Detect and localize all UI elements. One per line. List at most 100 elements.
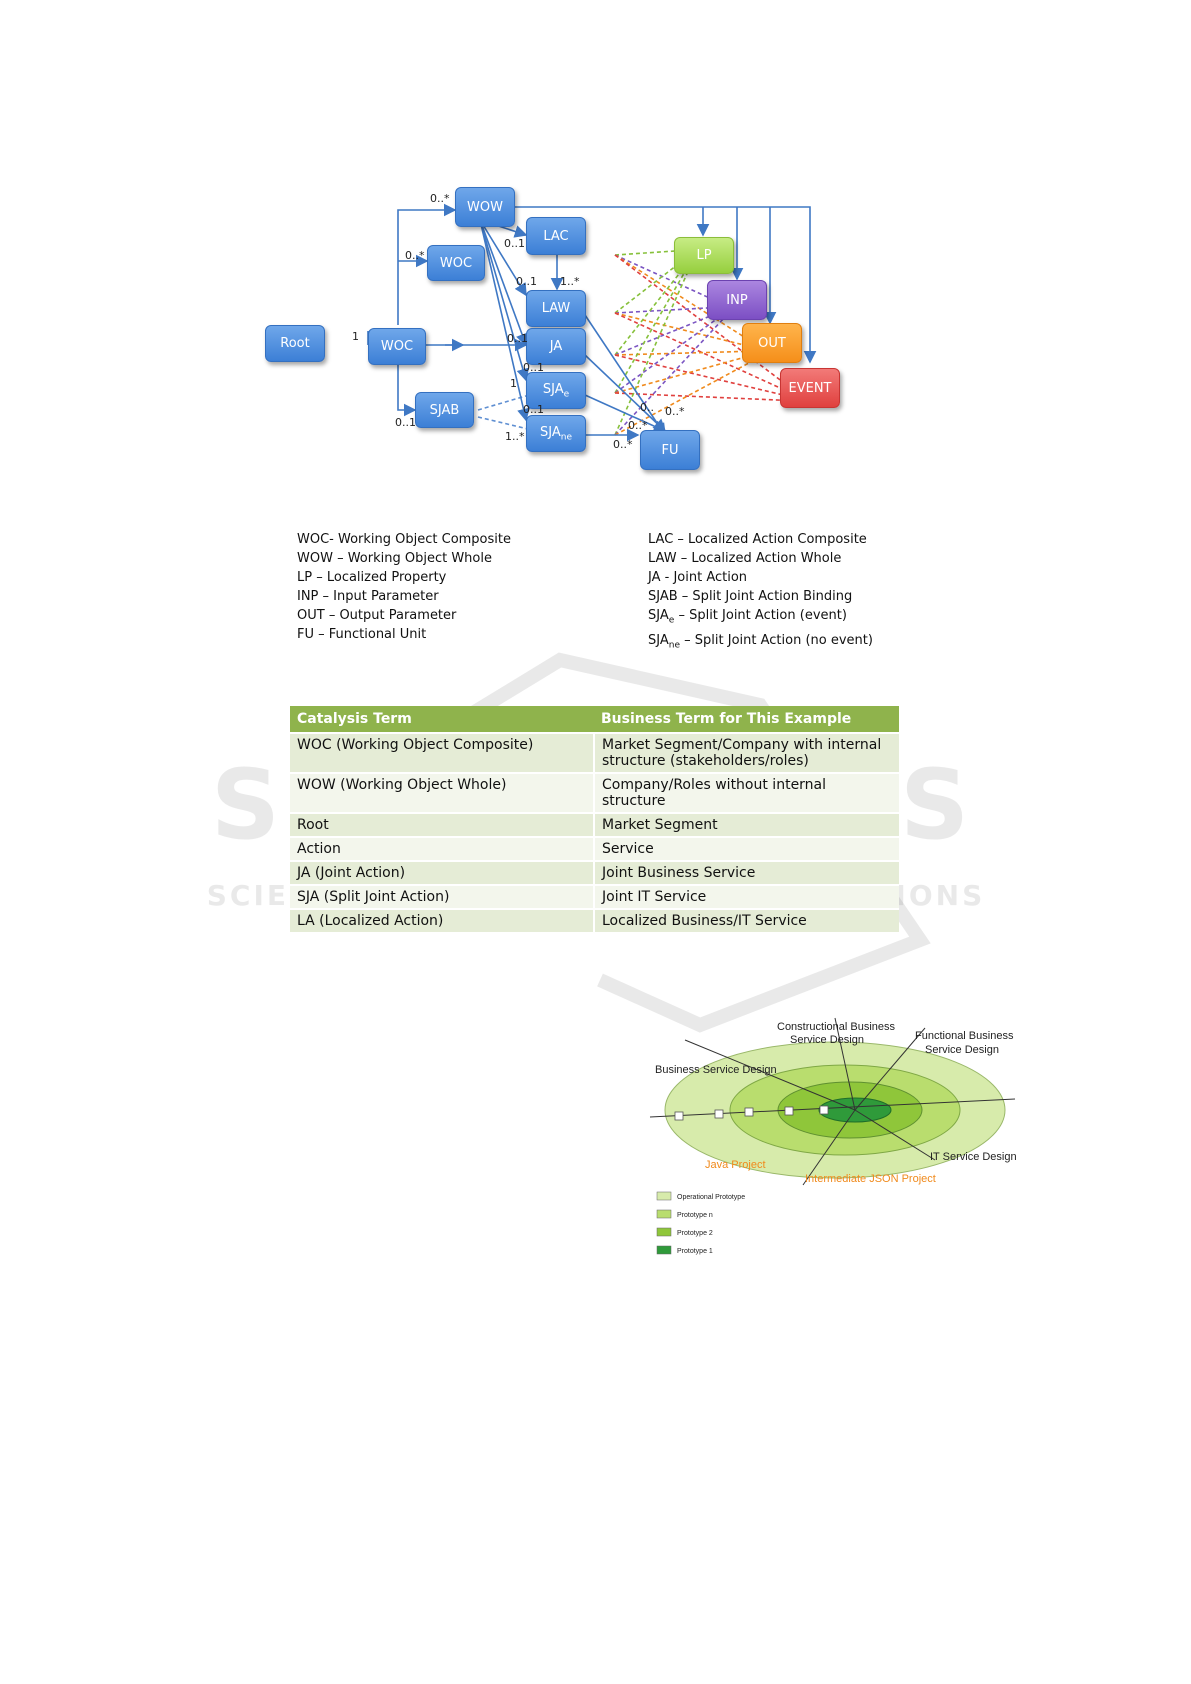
mult-label: 0..1 xyxy=(395,416,416,429)
mult-label: 1..* xyxy=(505,430,525,443)
node-lp-label: LP xyxy=(696,248,712,263)
mult-label: 0..1 xyxy=(507,332,528,345)
node-root: Root xyxy=(265,325,325,362)
label-business-service-design: Business Service Design xyxy=(655,1064,777,1076)
node-fu-label: FU xyxy=(661,442,679,458)
legend-item: INP – Input Parameter xyxy=(297,589,439,604)
legend-item: OUT – Output Parameter xyxy=(297,608,457,623)
legend-sja-e-base: SJA xyxy=(648,608,669,623)
node-woc-main: WOC xyxy=(368,328,426,365)
node-wow-label: WOW xyxy=(467,199,503,215)
node-woc-sub: WOC xyxy=(427,245,485,281)
mult-label: 0..* xyxy=(613,438,633,451)
node-sja-ne-sub: ne xyxy=(560,432,572,443)
node-lp: LP xyxy=(674,237,734,274)
table-header-cell: Catalysis Term xyxy=(290,706,594,733)
legend-left-column: WOC- Working Object Composite WOW – Work… xyxy=(297,530,511,644)
legend-item-sja-ne: SJAne – Split Joint Action (no event) xyxy=(648,631,873,656)
node-sjab-label: SJAB xyxy=(429,402,460,418)
mult-label: 0..1 xyxy=(504,237,525,250)
legend-item: FU – Functional Unit xyxy=(297,627,427,642)
table-cell: Localized Business/IT Service xyxy=(594,908,899,932)
node-sja-ne-base: SJA xyxy=(539,424,561,440)
mult-label: 0.. xyxy=(640,401,654,414)
node-out: OUT xyxy=(742,323,802,363)
node-woc-main-label: WOC xyxy=(380,339,414,354)
legend-swatch-operational xyxy=(656,1191,672,1201)
mult-label: 0..* xyxy=(405,249,425,262)
table-row: JA (Joint Action) Joint Business Service xyxy=(290,860,899,885)
node-wow: WOW xyxy=(455,187,515,227)
table-cell: Service xyxy=(594,836,899,861)
label-constructional-line2: Service Design xyxy=(790,1034,864,1046)
prototype-boxes xyxy=(674,1105,829,1121)
node-event-label: EVENT xyxy=(788,380,832,396)
label-constructional-line1: Constructional Business xyxy=(777,1021,896,1033)
table-row: WOW (Working Object Whole) Company/Roles… xyxy=(290,772,899,813)
table-row: Root Market Segment xyxy=(290,812,899,837)
label-java-project: Java Project xyxy=(705,1159,766,1171)
node-ja: JA xyxy=(526,328,586,365)
table-cell: Root xyxy=(290,812,595,837)
catalysis-diagram: Root WOC WOC WOW SJAB LAC LAW JA SJAe SJ… xyxy=(265,187,920,515)
legend-sja-ne-text: – Split Joint Action (no event) xyxy=(680,632,873,648)
legend-label: Prototype 1 xyxy=(677,1248,713,1255)
node-sja-ne-label: SJAne xyxy=(540,425,572,443)
spiral-legend: Operational Prototype Prototype n Protot… xyxy=(656,1191,745,1255)
table-cell: WOC (Working Object Composite) xyxy=(290,732,595,773)
label-it-service-design: IT Service Design xyxy=(930,1151,1017,1163)
node-lac-label: LAC xyxy=(543,228,569,244)
node-ja-label: JA xyxy=(549,339,563,354)
label-functional-line2: Service Design xyxy=(925,1044,999,1056)
legend-item: LP – Localized Property xyxy=(297,570,447,585)
legend-item: LAW – Localized Action Whole xyxy=(648,551,842,566)
table-header-cell: Business Term for This Example xyxy=(594,706,899,733)
node-sja-e: SJAe xyxy=(526,372,586,409)
table-cell: Action xyxy=(290,836,595,861)
spiral-figure: Constructional Business Service Design F… xyxy=(649,1017,1017,1255)
node-sja-e-label: SJAe xyxy=(543,382,569,400)
legend-right-column: LAC – Localized Action Composite LAW – L… xyxy=(648,530,873,655)
table-row: LA (Localized Action) Localized Business… xyxy=(290,908,899,932)
node-root-label: Root xyxy=(280,336,310,351)
legend-item: LAC – Localized Action Composite xyxy=(648,532,867,547)
legend-label: Prototype n xyxy=(677,1212,713,1219)
mult-label: 1..* xyxy=(560,275,580,288)
node-sja-e-sub: e xyxy=(563,389,570,400)
mult-label: 0..1 xyxy=(523,361,544,374)
table-cell: Joint IT Service xyxy=(594,884,899,909)
node-event: EVENT xyxy=(780,368,840,408)
mult-label: 0..* xyxy=(628,419,648,432)
node-out-label: OUT xyxy=(758,335,786,351)
node-sja-ne: SJAne xyxy=(526,415,586,452)
legend-item: WOC- Working Object Composite xyxy=(297,532,511,547)
legend-sja-ne-base: SJA xyxy=(648,632,669,648)
legend-sja-e-text: – Split Joint Action (event) xyxy=(674,608,847,623)
node-sjab: SJAB xyxy=(415,392,474,428)
terms-table: Catalysis Term Business Term for This Ex… xyxy=(290,706,899,932)
legend-item: JA - Joint Action xyxy=(648,570,748,585)
legend-item-sja-e: SJAe – Split Joint Action (event) xyxy=(648,606,873,631)
label-functional-line1: Functional Business xyxy=(915,1030,1014,1042)
legend-swatch-prototype-n xyxy=(656,1209,672,1219)
table-row: SJA (Split Joint Action) Joint IT Servic… xyxy=(290,884,899,909)
legend-swatch-prototype-2 xyxy=(656,1227,672,1237)
node-lac: LAC xyxy=(526,217,586,255)
mult-label: 0..* xyxy=(430,192,450,205)
mult-label: 0..* xyxy=(665,405,685,418)
legend-label: Operational Prototype xyxy=(677,1194,745,1201)
mult-label: 0..1 xyxy=(523,403,544,416)
legend-swatch-prototype-1 xyxy=(656,1245,672,1255)
node-law-label: LAW xyxy=(541,301,571,316)
table-header-row: Catalysis Term Business Term for This Ex… xyxy=(290,706,899,733)
label-json-project: Intermediate JSON Project xyxy=(805,1173,936,1185)
table-cell: Company/Roles without internal structure xyxy=(594,772,899,813)
legend-item: SJAB – Split Joint Action Binding xyxy=(648,589,853,604)
node-law: LAW xyxy=(526,290,586,327)
node-inp-label: INP xyxy=(726,292,748,308)
mult-label: 0..1 xyxy=(516,275,537,288)
node-woc-sub-label: WOC xyxy=(439,255,473,271)
table-cell: Market Segment/Company with internal str… xyxy=(594,732,899,773)
node-inp: INP xyxy=(707,280,767,320)
legend-sja-ne-sub: ne xyxy=(668,640,681,651)
